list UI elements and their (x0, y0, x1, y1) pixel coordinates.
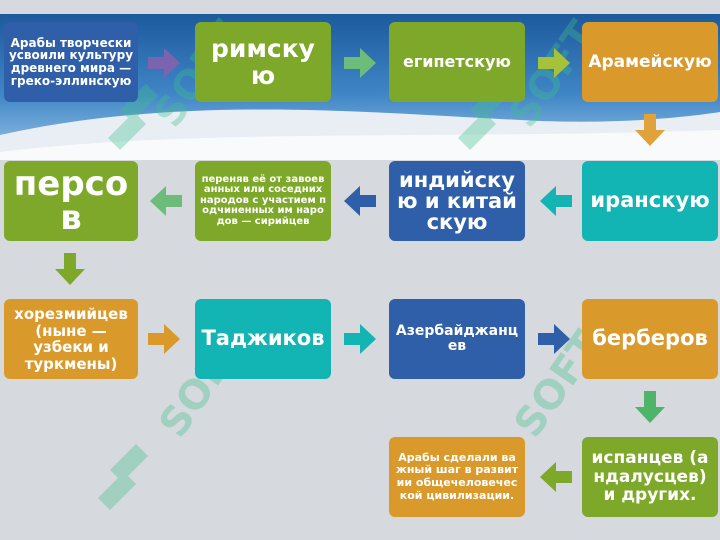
node-tajik: Таджиков (195, 299, 331, 379)
node-persian: персов (4, 161, 138, 241)
node-spanish: испанцев (андалусцев) и других. (582, 437, 718, 517)
arrow-left-1 (540, 186, 572, 216)
node-berber: берберов (582, 299, 718, 379)
arrow-left-2 (344, 186, 376, 216)
arrow-right-6 (538, 324, 570, 354)
node-conclusion: Арабы сделали важный шаг в развитии обще… (389, 437, 525, 517)
node-indian-chinese: индийскую и китайскую (389, 161, 525, 241)
node-khorezm: хорезмийцев (ныне — узбеки и туркмены) (4, 299, 138, 379)
arrow-down-2 (55, 253, 85, 285)
node-egyptian: египетскую (389, 22, 525, 102)
node-roman: римскую (195, 22, 331, 102)
node-arabs-greco-hellenic: Арабы творчески усвоили культуру древнег… (4, 22, 138, 102)
arrow-right-4 (148, 324, 180, 354)
arrow-left-4 (540, 462, 572, 492)
arrow-down-1 (635, 114, 665, 146)
arrow-right-3 (538, 48, 570, 78)
arrow-right-1 (148, 48, 180, 78)
node-azerbaijani: Азербайджанцев (389, 299, 525, 379)
arrow-down-3 (635, 391, 665, 423)
node-aramaic: Арамейскую (582, 22, 718, 102)
arrow-left-3 (150, 186, 182, 216)
arrow-right-5 (344, 324, 376, 354)
node-iranian: иранскую (582, 161, 718, 241)
arrow-right-2 (344, 48, 376, 78)
node-adopted-from-conquered: переняв её от завоеванных или соседних н… (195, 161, 331, 241)
